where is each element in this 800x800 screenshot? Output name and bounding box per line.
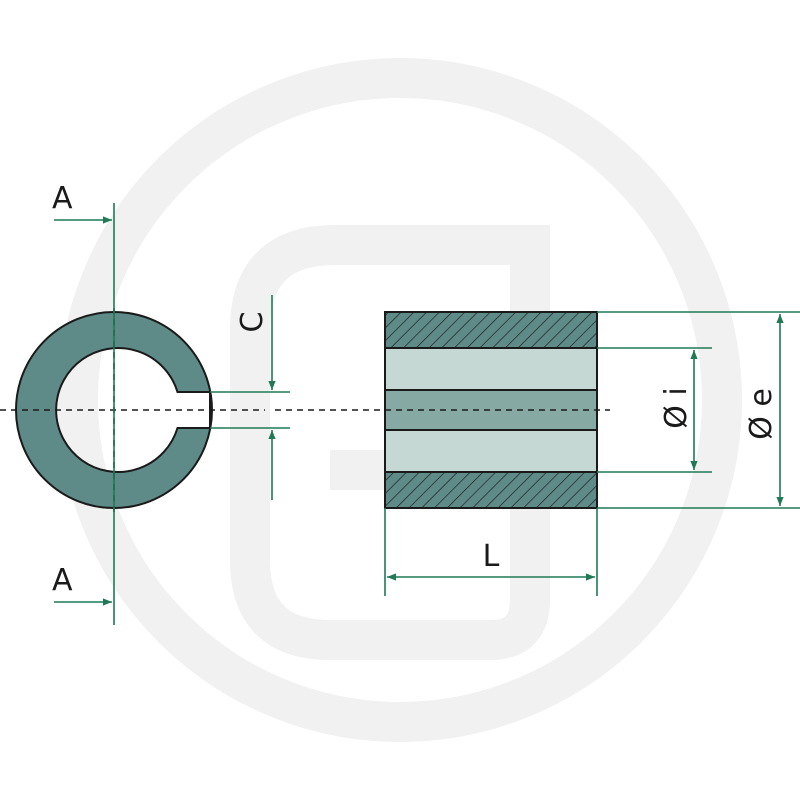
length-label: L [483,539,500,574]
section-label-bottom: A [52,563,73,598]
section-line-a-a [54,203,115,625]
keyway-dimension-label: C [235,312,270,333]
keyway-dimension [210,295,290,500]
section-label-top: A [52,181,73,216]
outer-diameter-label: Ø e [744,388,779,440]
inner-diameter-label: Ø i [659,387,694,428]
side-section-view [384,311,598,509]
outer-diameter-dimension [597,311,800,509]
inner-diameter-dimension [597,347,712,473]
length-dimension [384,508,598,596]
